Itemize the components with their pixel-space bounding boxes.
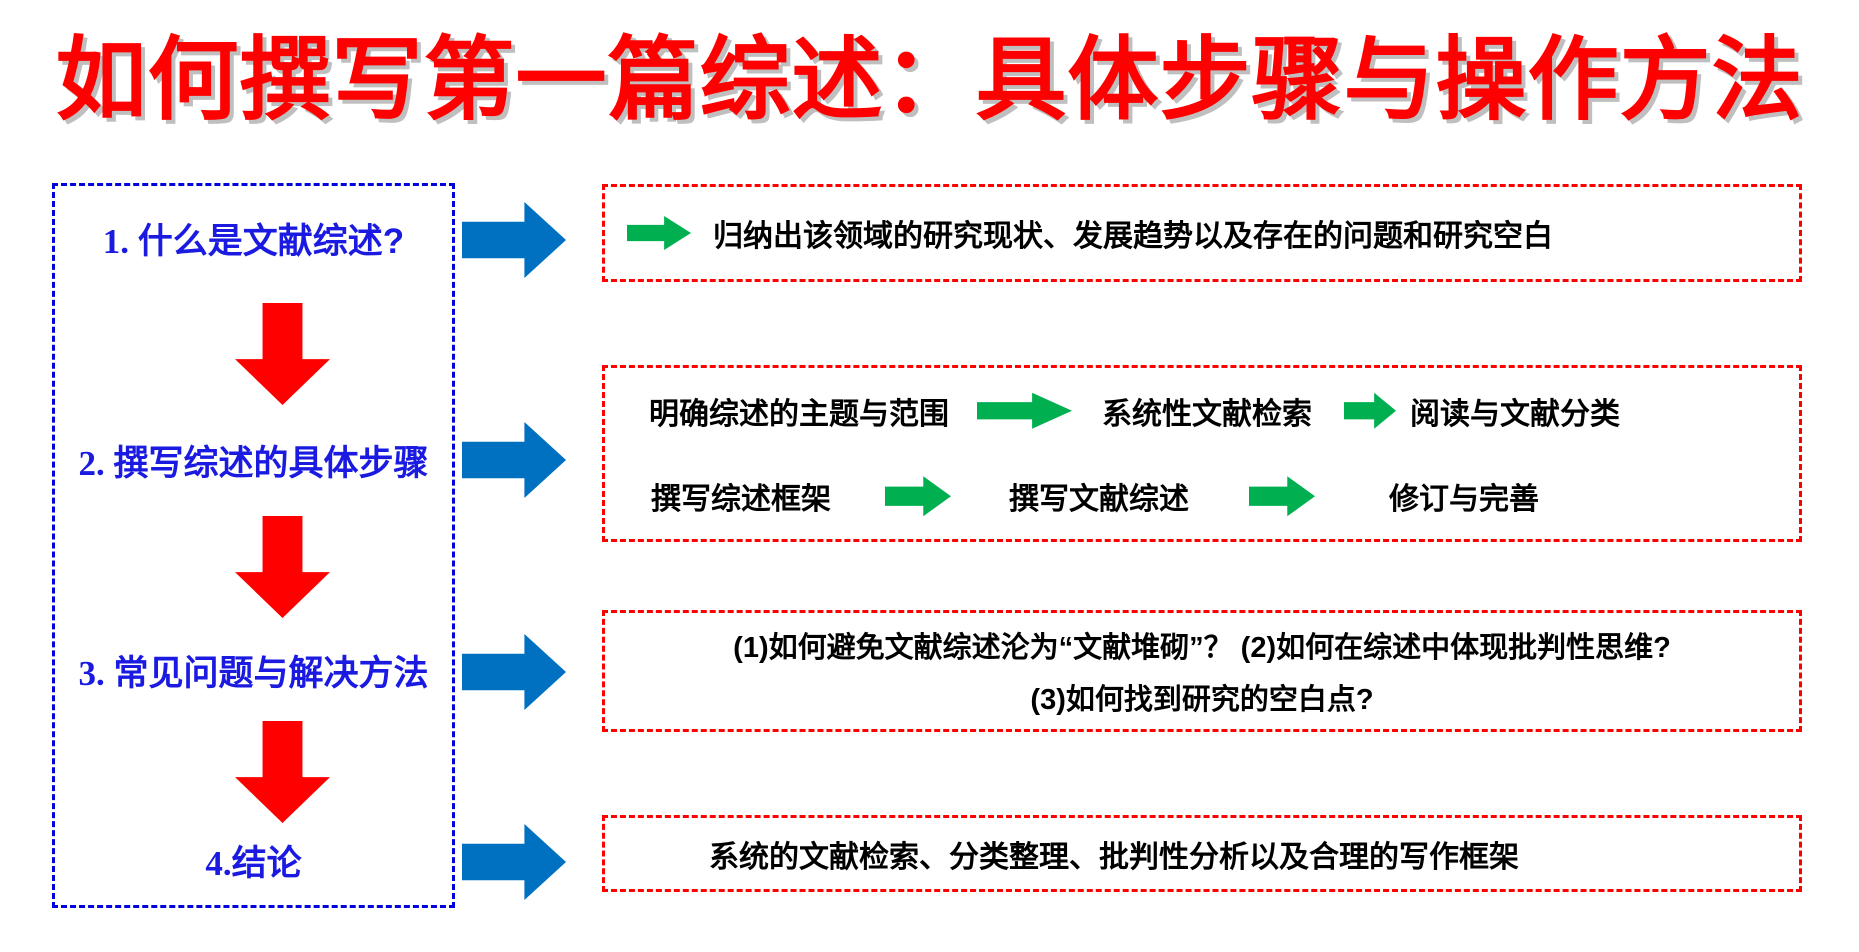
down-arrow-icon (235, 721, 330, 823)
right-arrow-icon (462, 202, 566, 278)
page-title: 如何撰写第一篇综述：具体步骤与操作方法 (55, 30, 1804, 131)
outline-item-1: 1. 什么是文献综述? (55, 220, 452, 264)
green-right-arrow-icon (1249, 476, 1315, 517)
step-label: 系统性文献检索 (1102, 397, 1312, 431)
steps-row-2: 撰写综述框架 撰写文献综述 修订与完善 (605, 474, 1799, 518)
green-right-arrow-icon (977, 392, 1072, 429)
outline-panel: 1. 什么是文献综述? 2. 撰写综述的具体步骤 3. 常见问题与解决方法 4.… (52, 183, 455, 908)
outline-item-4-label: 结论 (231, 844, 302, 883)
outline-item-1-label: 什么是文献综述? (137, 222, 405, 261)
down-arrow-icon (235, 303, 330, 405)
definition-text: 归纳出该领域的研究现状、发展趋势以及存在的问题和研究空白 (713, 220, 1553, 253)
outline-item-4: 4.结论 (55, 842, 452, 886)
right-arrow-icon (462, 824, 566, 900)
questions-line-1: (1)如何避免文献综述沦为“文献堆砌”？ (2)如何在综述中体现批判性思维? (733, 631, 1671, 664)
right-arrow-icon (462, 634, 566, 710)
outline-item-3-number: 3. (78, 654, 114, 693)
green-right-arrow-icon (627, 216, 691, 250)
outline-item-4-number: 4. (205, 844, 232, 883)
detail-box-questions: (1)如何避免文献综述沦为“文献堆砌”？ (2)如何在综述中体现批判性思维? (… (602, 610, 1802, 732)
outline-item-1-number: 1. (102, 222, 138, 261)
step-label: 撰写文献综述 (1009, 483, 1189, 517)
steps-row-1: 明确综述的主题与范围 系统性文献检索 阅读与文献分类 (605, 389, 1799, 433)
outline-item-2-label: 撰写综述的具体步骤 (113, 444, 429, 483)
step-label: 阅读与文献分类 (1410, 397, 1620, 431)
questions-line-2: (3)如何找到研究的空白点? (1030, 684, 1374, 717)
outline-item-3-label: 常见问题与解决方法 (113, 654, 429, 693)
green-right-arrow-icon (1344, 392, 1396, 429)
outline-item-3: 3. 常见问题与解决方法 (55, 652, 452, 696)
outline-item-2: 2. 撰写综述的具体步骤 (55, 442, 452, 486)
green-right-arrow-icon (885, 476, 951, 517)
step-label: 修订与完善 (1389, 483, 1539, 517)
conclusion-text: 系统的文献检索、分类整理、批判性分析以及合理的写作框架 (709, 840, 1519, 874)
down-arrow-icon (235, 516, 330, 618)
detail-box-steps: 明确综述的主题与范围 系统性文献检索 阅读与文献分类 撰写综述框架 撰写文献综述… (602, 365, 1802, 542)
step-label: 明确综述的主题与范围 (649, 397, 949, 431)
right-arrow-icon (462, 422, 566, 498)
outline-item-2-number: 2. (78, 444, 114, 483)
detail-box-definition: 归纳出该领域的研究现状、发展趋势以及存在的问题和研究空白 (602, 184, 1802, 282)
step-label: 撰写综述框架 (651, 483, 831, 517)
detail-box-conclusion: 系统的文献检索、分类整理、批判性分析以及合理的写作框架 (602, 815, 1802, 892)
